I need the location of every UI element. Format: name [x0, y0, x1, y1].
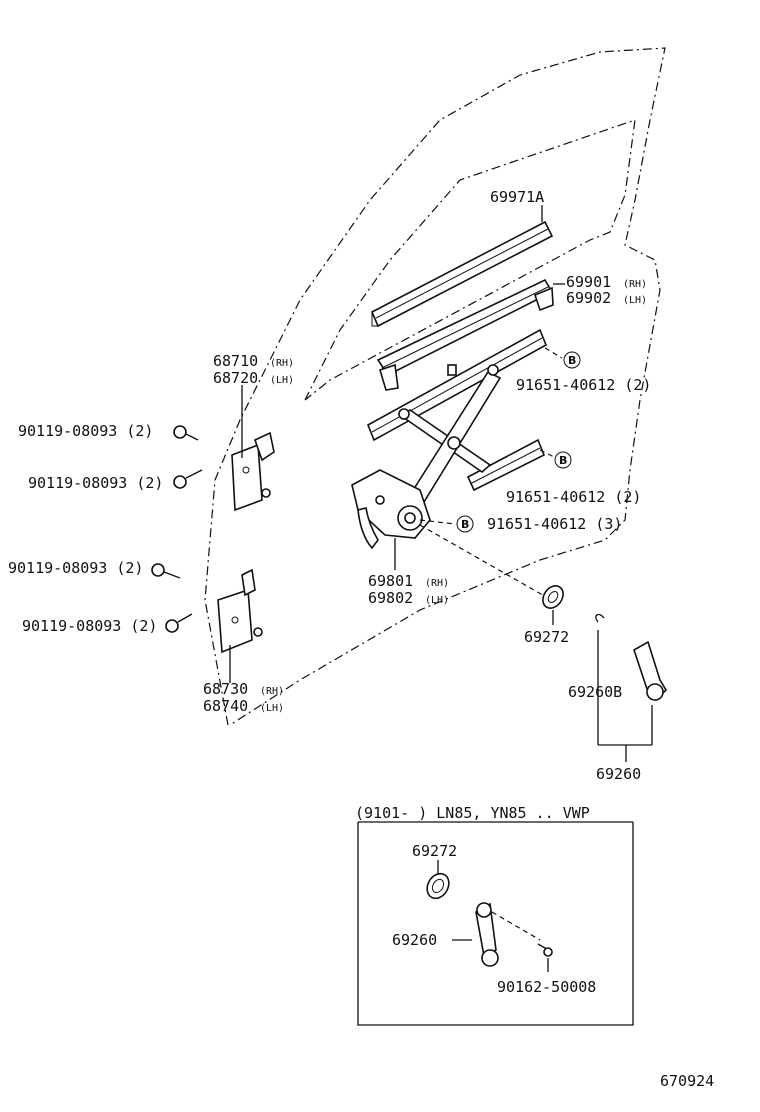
window-handle-part	[633, 640, 668, 702]
washer-part	[542, 585, 564, 609]
run-channel-part	[370, 220, 554, 328]
label-screw-b1: 91651-40612 (2)	[516, 376, 651, 394]
clip-icon	[595, 613, 605, 623]
window-frame	[304, 119, 636, 401]
label-bolt-3: 90119-08093 (2)	[8, 559, 143, 577]
lower-hinge-part	[217, 568, 263, 654]
label-68740-side: (LH)	[260, 703, 284, 714]
label-68730: 68730	[203, 680, 248, 698]
label-69902-side: (LH)	[623, 295, 647, 306]
inset-screw-icon	[537, 943, 553, 957]
label-68710: 68710	[213, 352, 258, 370]
label-69272: 69272	[524, 628, 569, 646]
label-69902: 69902	[566, 289, 611, 307]
callout-b: B	[461, 518, 469, 531]
door-outline	[204, 47, 666, 726]
inset-label-69260: 69260	[392, 931, 437, 949]
inset-label-69272: 69272	[412, 842, 457, 860]
diagram-id: 670924	[660, 1072, 714, 1090]
label-screw-b3: 91651-40612 (3)	[487, 515, 622, 533]
label-screw-b2: 91651-40612 (2)	[506, 488, 641, 506]
label-69260b: 69260B	[568, 683, 622, 701]
glass-channel-part	[376, 278, 554, 391]
label-69901-side: (RH)	[623, 279, 647, 290]
regulator-arms-part	[366, 328, 548, 504]
label-69971a: 69971A	[490, 188, 544, 206]
label-68720: 68720	[213, 369, 258, 387]
label-68740: 68740	[203, 697, 248, 715]
inset-washer-part	[426, 872, 450, 900]
label-69801-side: (RH)	[425, 578, 449, 589]
label-69260: 69260	[596, 765, 641, 783]
label-bolt-2: 90119-08093 (2)	[28, 474, 163, 492]
label-69802: 69802	[368, 589, 413, 607]
inset-handle-part	[475, 902, 499, 967]
label-69802-side: (LH)	[425, 595, 449, 606]
regulator-gear-part	[351, 469, 431, 550]
label-bolt-4: 90119-08093 (2)	[22, 617, 157, 635]
callout-b-icon	[456, 351, 581, 533]
inset-box	[357, 821, 634, 1026]
label-68720-side: (LH)	[270, 375, 294, 386]
upper-hinge-part	[231, 431, 275, 512]
label-bolt-1: 90119-08093 (2)	[18, 422, 153, 440]
label-68730-side: (RH)	[260, 686, 284, 697]
inset-title: (9101- ) LN85, YN85 .. VWP	[355, 804, 590, 822]
label-69801: 69801	[368, 572, 413, 590]
callout-b: B	[568, 354, 576, 367]
callout-b: B	[559, 454, 567, 467]
bolt-icon	[151, 425, 203, 633]
label-69901: 69901	[566, 273, 611, 291]
inset-label-90162: 90162-50008	[497, 978, 596, 996]
label-68710-side: (RH)	[270, 358, 294, 369]
